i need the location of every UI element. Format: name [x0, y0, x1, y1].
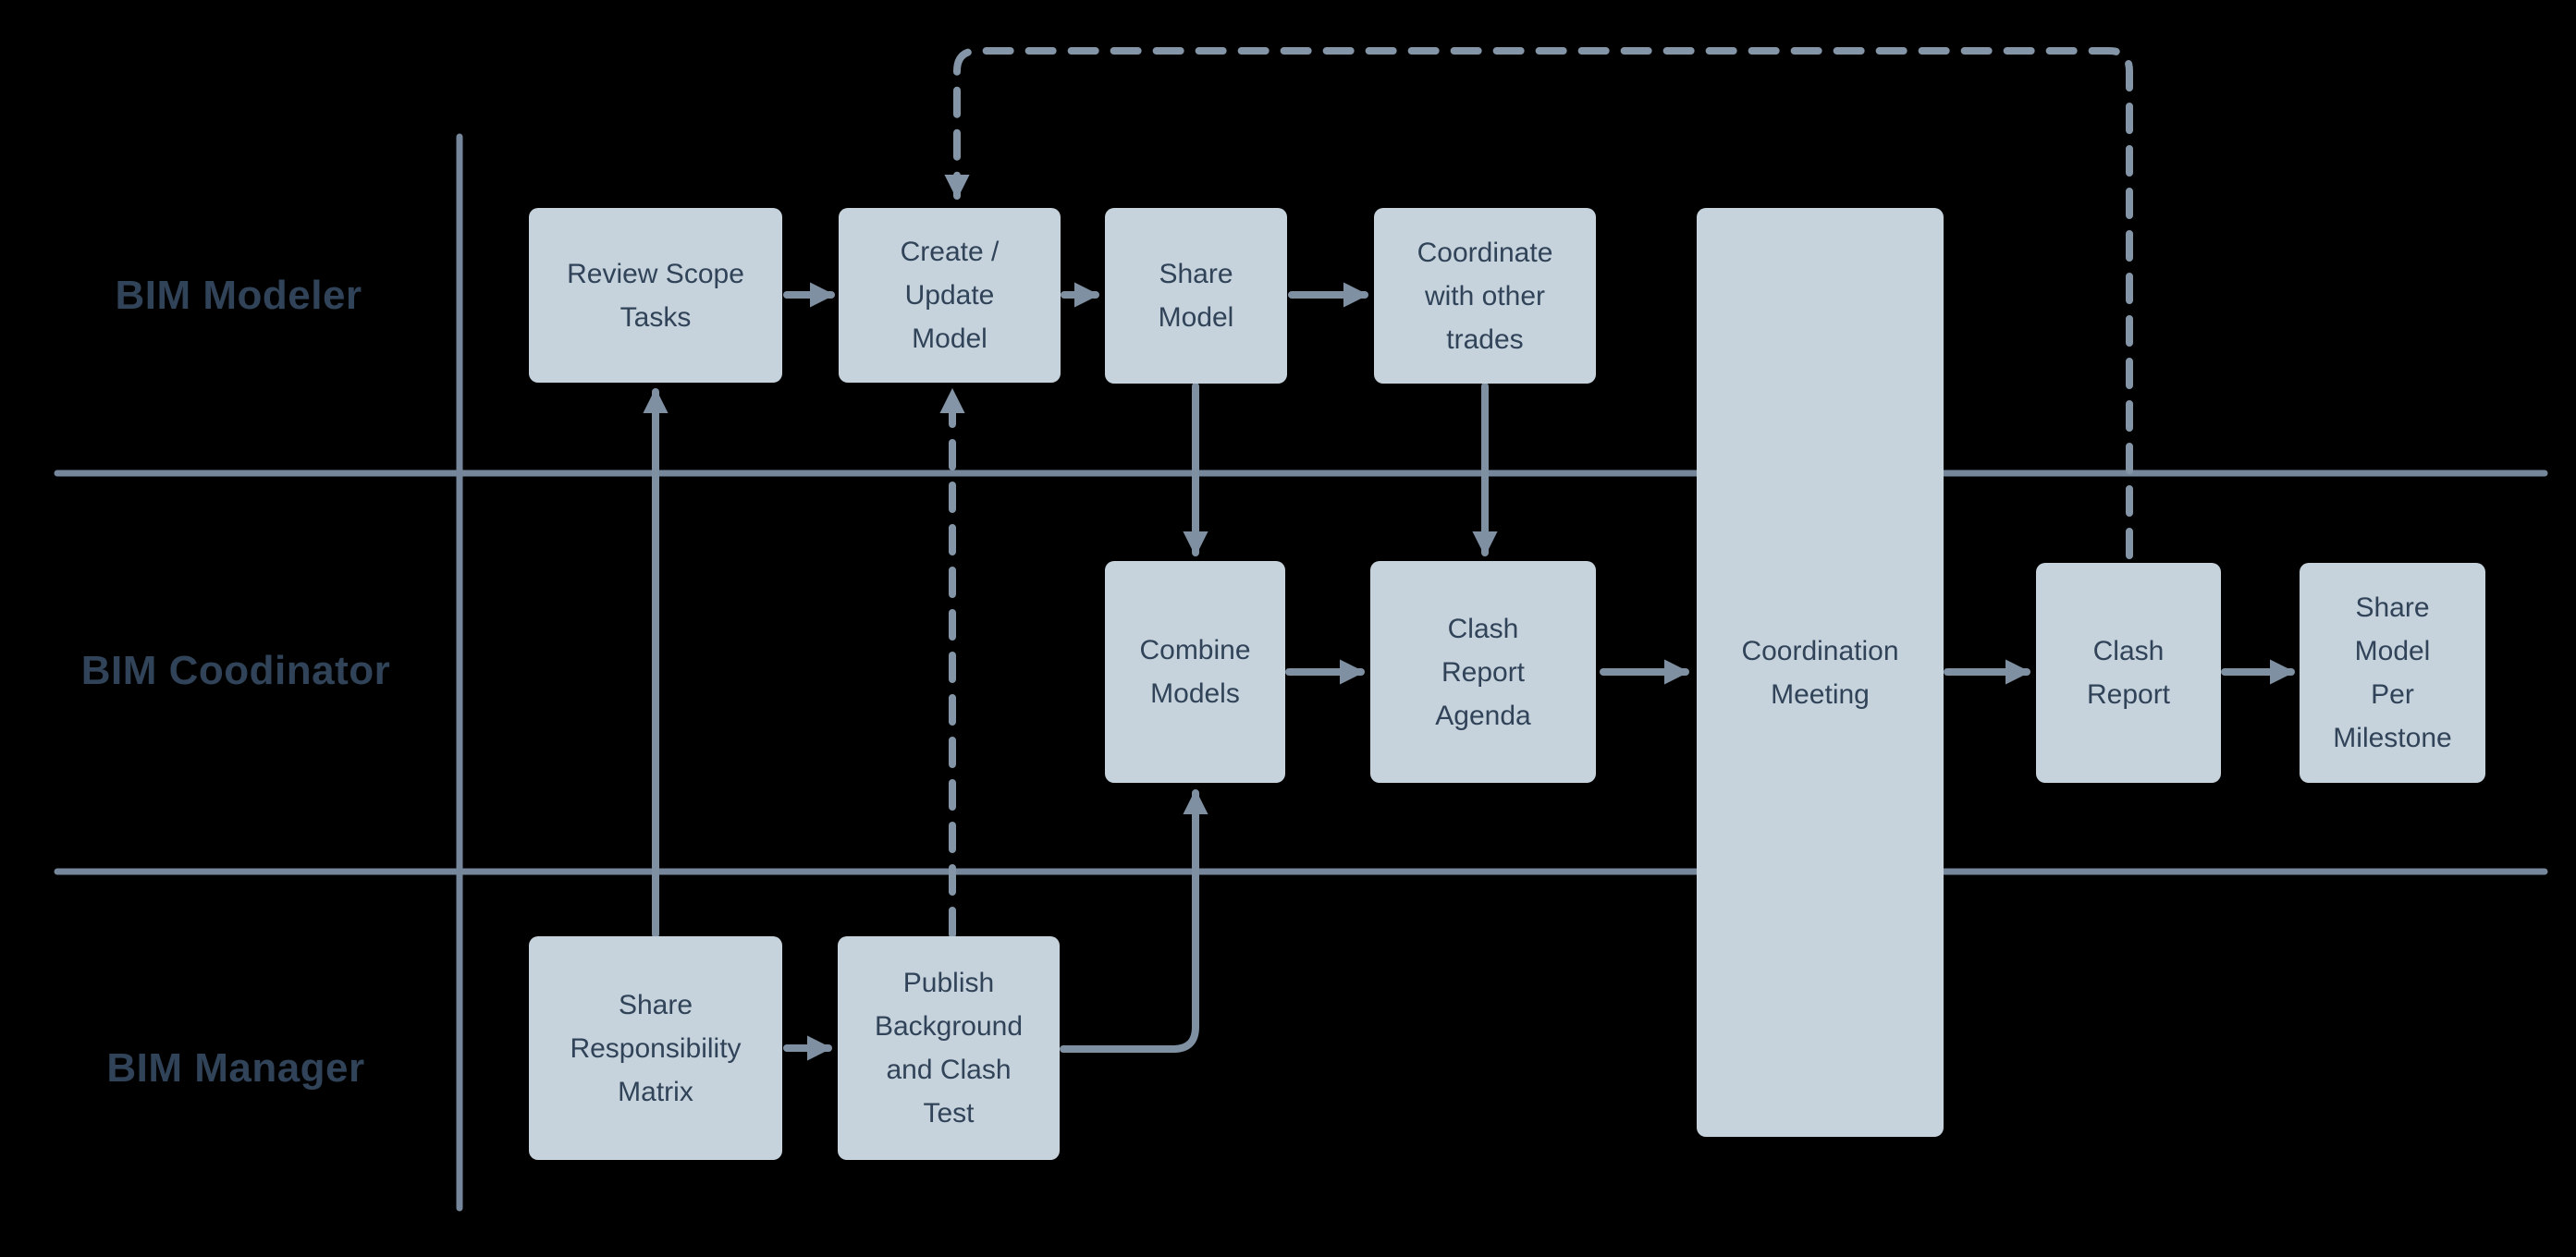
node-label-line: Model: [2354, 636, 2431, 666]
node-label-line: Coordinate: [1417, 237, 1553, 268]
node-label-line: Report: [1441, 656, 1526, 688]
node-label-line: Share: [1159, 259, 1233, 289]
node-label-line: with other: [1424, 280, 1546, 311]
node-label-line: Tasks: [619, 301, 692, 333]
node-label-line: Share: [2355, 592, 2430, 623]
dashed-arrow-clash-report-to-create-update: [944, 47, 2133, 559]
node-label-line: Combine: [1139, 635, 1251, 665]
lane-label-bim-coodinator: BIM Coodinator: [80, 648, 391, 693]
node-label-line: Review Scope: [567, 258, 744, 289]
node-label-line: Milestone: [2333, 723, 2452, 753]
node-share-model-per-milestone: Share Model Per Milestone: [2300, 563, 2485, 783]
node-publish-background-and-clash-test: Publish Background and Clash Test: [838, 936, 1060, 1160]
node-combine-models: Combine Models: [1105, 561, 1285, 783]
node-create-update-model: Create / Update Model: [839, 208, 1061, 383]
node-label-line: Models: [1150, 678, 1240, 709]
node-label-line: Coordination: [1741, 635, 1899, 666]
node-label-line: Update: [904, 280, 995, 311]
node-label-line: Meeting: [1771, 678, 1870, 710]
node-label-line: Model: [912, 323, 987, 354]
node-label-line: Background: [874, 1011, 1024, 1042]
node-label-line: Responsibility: [570, 1032, 742, 1064]
node-label-line: Clash: [2092, 636, 2165, 666]
node-label-line: Agenda: [1435, 700, 1531, 731]
node-label-line: Model: [1158, 302, 1234, 333]
node-clash-report: Clash Report: [2036, 563, 2221, 783]
node-label-line: Clash: [1447, 613, 1519, 644]
node-share-model: Share Model: [1105, 208, 1287, 384]
lane-label-bim-manager: BIM Manager: [106, 1045, 365, 1091]
node-coordinate-with-other-trades: Coordinate with other trades: [1374, 208, 1596, 384]
node-label-line: Per: [2371, 679, 2414, 710]
node-label-line: and Clash: [886, 1055, 1012, 1085]
node-label-line: Share: [618, 989, 693, 1020]
node-clash-report-agenda: Clash Report Agenda: [1370, 561, 1596, 783]
node-label-line: Test: [923, 1098, 975, 1129]
node-share-responsibility-matrix: Share Responsibility Matrix: [529, 936, 782, 1160]
node-label-line: Publish: [902, 968, 995, 998]
node-label-line: Create /: [900, 237, 1000, 267]
node-review-scope-tasks: Review Scope Tasks: [529, 208, 782, 383]
node-coordination-meeting: Coordination Meeting: [1697, 208, 1944, 1137]
arrow-publish-to-combine-models: [1060, 788, 1208, 1053]
node-label-line: trades: [1446, 323, 1524, 355]
node-label-line: Report: [2086, 679, 2171, 710]
lane-label-bim-modeler: BIM Modeler: [115, 273, 362, 318]
node-label-line: Matrix: [618, 1076, 693, 1107]
